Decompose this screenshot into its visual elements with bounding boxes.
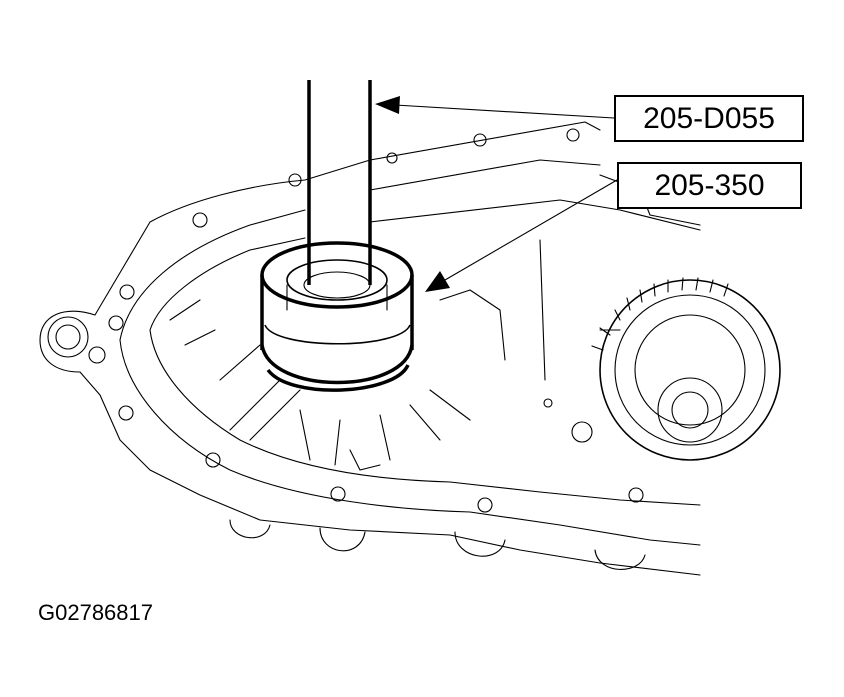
tool-driver-shaft [307,80,372,285]
gear-assembly [591,277,781,461]
case-ribs [169,239,621,471]
case-inner-rim [119,159,701,546]
mounting-ear-hole [55,324,81,350]
leader-arrowhead-installer [425,271,450,292]
tool-installer-cup [260,241,414,392]
lower-bosses [229,519,646,570]
callout-205-350: 205-350 [617,162,802,209]
callout-label-installer: 205-350 [654,168,765,202]
leader-lines [375,96,618,292]
figure-id: G02786817 [38,600,153,625]
mounting-ear-boss [47,316,89,358]
leader-arrowhead-driver [375,96,400,114]
callout-label-driver: 205-D055 [643,101,775,135]
callout-205-d055: 205-D055 [614,95,804,142]
case-second-rim [149,199,701,506]
flange-bolt-holes [88,128,644,513]
